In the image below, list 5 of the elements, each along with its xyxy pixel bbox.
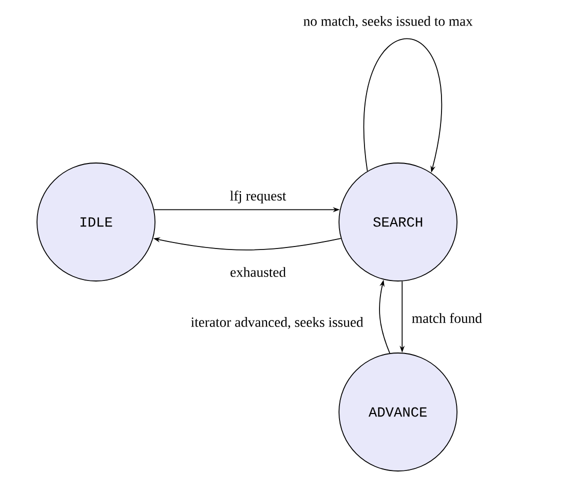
edge-label: iterator advanced, seeks issued <box>189 316 365 330</box>
edge-label: exhausted <box>228 266 288 278</box>
edge-label: no match, seeks issued to max <box>302 14 474 30</box>
edge-label: lfj request <box>228 189 288 205</box>
edge-label: match found <box>410 312 484 324</box>
